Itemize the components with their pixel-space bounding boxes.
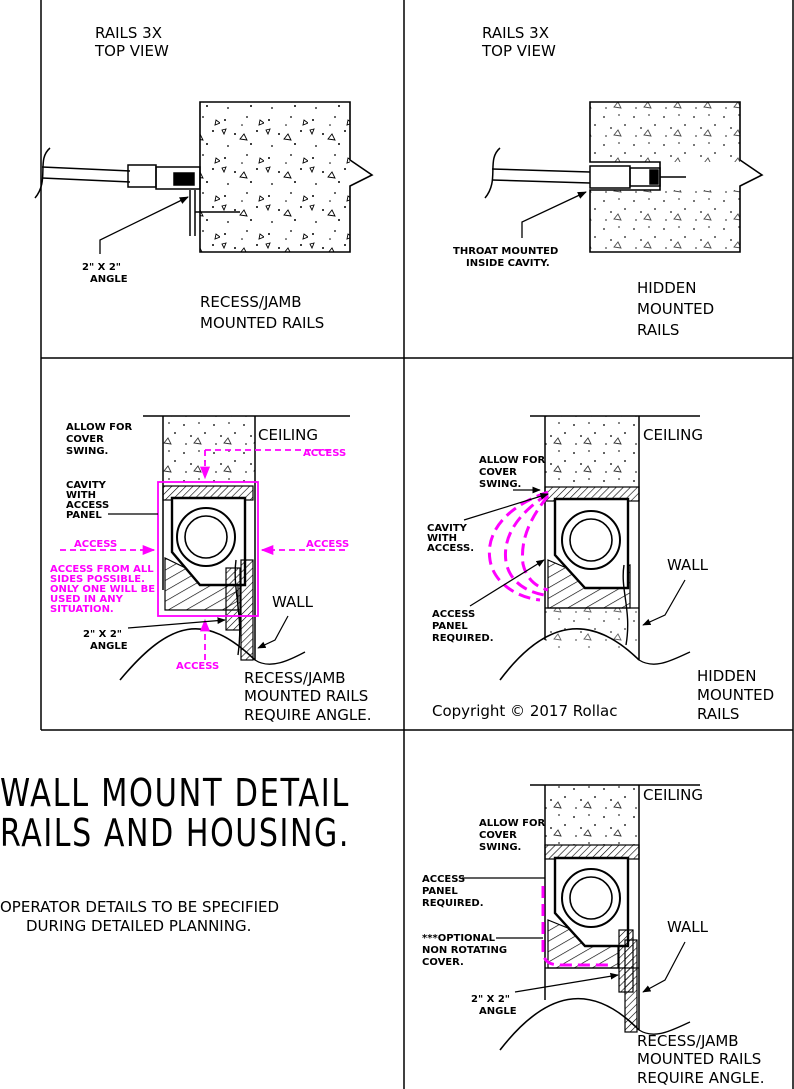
panel2-throat-leader: THROAT MOUNTED INSIDE CAVITY. — [453, 191, 587, 269]
panel3-cavity-line2: WITH — [66, 490, 96, 501]
panel4-ceiling: CEILING — [643, 426, 703, 444]
panel1-curtain-and-rail — [34, 147, 240, 236]
panel5-panel-line2: PANEL — [422, 886, 458, 897]
panel4-panel-line3: REQUIRED. — [432, 633, 494, 644]
panel4-cover-swing — [487, 490, 550, 602]
panel3-access-right: ACCESS — [306, 539, 349, 550]
panel5-optional-line2: NON ROTATING — [422, 945, 507, 956]
panel2-caption-line1: HIDDEN — [637, 279, 697, 297]
title-block: WALL MOUNT DETAIL RAILS AND HOUSING. OPE… — [0, 771, 350, 935]
frame — [40, 0, 794, 1089]
panel5-panel-line3: REQUIRED. — [422, 898, 484, 909]
panel4-allow-line3: SWING. — [479, 479, 521, 490]
panel-hidden-top-view: RAILS 3X TOP VIEW THROAT MOUNTED INSIDE … — [453, 24, 764, 339]
panel5-panel-line1: ACCESS — [422, 874, 465, 885]
panel4-cavity-line2: WITH — [427, 533, 457, 544]
panel5-caption-line3: REQUIRE ANGLE. — [637, 1069, 765, 1087]
panel3-note-line5: SITUATION. — [50, 604, 114, 615]
operator-note-line1: OPERATOR DETAILS TO BE SPECIFIED — [0, 898, 279, 916]
panel3-caption-line2: MOUNTED RAILS — [244, 687, 368, 705]
panel3-note-line2: SIDES POSSIBLE. — [50, 574, 145, 585]
panel4-caption-line3: RAILS — [697, 705, 739, 723]
panel5-ceiling: CEILING — [643, 786, 703, 804]
panel4-caption-line2: MOUNTED — [697, 686, 774, 704]
panel1-wall-concrete — [199, 101, 374, 253]
operator-note-line2: DURING DETAILED PLANNING. — [26, 917, 251, 935]
panel4-caption-line1: HIDDEN — [697, 667, 757, 685]
copyright-notice: Copyright © 2017 Rollac — [432, 702, 617, 720]
panel3-cavity-line4: PANEL — [66, 510, 102, 521]
panel3-access-left: ACCESS — [74, 539, 117, 550]
panel3-allow-line1: ALLOW FOR — [66, 422, 132, 433]
panel3-access-bottom: ACCESS — [176, 661, 219, 672]
panel3-allow-line2: COVER — [66, 434, 104, 445]
panel2-curtain-and-rail — [484, 147, 686, 199]
panel3-access-outline — [60, 449, 345, 660]
main-title-line2: RAILS AND HOUSING. — [0, 811, 350, 855]
panel4-cavity-line3: ACCESS. — [427, 543, 474, 554]
panel4-allow-line2: COVER — [479, 467, 517, 478]
panel1-title-line1: RAILS 3X — [95, 24, 162, 42]
panel3-cavity-line3: ACCESS — [66, 500, 109, 511]
panel3-note-line1: ACCESS FROM ALL — [50, 564, 154, 575]
panel-hidden-section: CEILING ALLOW FOR COVER SWING. CAVITY WI… — [427, 415, 774, 723]
panel2-title-line1: RAILS 3X — [482, 24, 549, 42]
panel3-note-line4: USED IN ANY — [50, 594, 124, 605]
panel3-caption-line3: REQUIRE ANGLE. — [244, 706, 372, 724]
panel3-ceiling: CEILING — [258, 426, 318, 444]
panel5-optional-line1: ***OPTIONAL — [422, 933, 496, 944]
panel2-throat-label-line1: THROAT MOUNTED — [453, 246, 558, 257]
panel2-wall-concrete — [589, 101, 764, 253]
panel2-throat-label-line2: INSIDE CAVITY. — [466, 258, 550, 269]
panel5-angle-line1: 2" X 2" — [471, 994, 510, 1005]
panel4-wall: WALL — [667, 556, 709, 574]
panel4-cavity-line1: CAVITY — [427, 523, 468, 534]
main-title-line1: WALL MOUNT DETAIL — [0, 771, 350, 815]
panel5-angle-line2: ANGLE — [479, 1006, 517, 1017]
panel-recess-section: ALLOW FOR COVER SWING. CEILING ACCESS CA… — [50, 415, 372, 724]
panel1-angle-label-line1: 2" X 2" — [82, 262, 121, 273]
panel1-angle-label-line2: ANGLE — [90, 274, 128, 285]
panel-recess-optional-cover: CEILING ALLOW FOR COVER SWING. ACCESS PA… — [422, 784, 765, 1087]
panel4-panel-line1: ACCESS — [432, 609, 475, 620]
panel1-title-line2: TOP VIEW — [94, 42, 169, 60]
panel3-cavity-line1: CAVITY — [66, 480, 107, 491]
panel3-caption-line1: RECESS/JAMB — [244, 669, 346, 687]
panel3-angle-line1: 2" X 2" — [83, 629, 122, 640]
panel5-allow-line1: ALLOW FOR — [479, 818, 545, 829]
panel3-note-line3: ONLY ONE WILL BE — [50, 584, 155, 595]
panel2-caption-line2: MOUNTED — [637, 300, 714, 318]
panel5-caption-line1: RECESS/JAMB — [637, 1032, 739, 1050]
panel5-allow-line3: SWING. — [479, 842, 521, 853]
panel1-angle-leader: 2" X 2" ANGLE — [82, 196, 189, 285]
panel3-wall: WALL — [272, 593, 314, 611]
panel3-allow-line3: SWING. — [66, 446, 108, 457]
panel3-access-top: ACCESS — [303, 448, 346, 459]
panel3-angle-line2: ANGLE — [90, 641, 128, 652]
panel4-panel-line2: PANEL — [432, 621, 468, 632]
panel5-wall: WALL — [667, 918, 709, 936]
panel5-caption-line2: MOUNTED RAILS — [637, 1050, 761, 1068]
panel2-caption-line3: RAILS — [637, 321, 679, 339]
panel1-caption-line2: MOUNTED RAILS — [200, 314, 324, 332]
panel5-optional-line3: COVER. — [422, 957, 464, 968]
panel-recess-top-view: RAILS 3X TOP VIEW 2" X 2" ANGLE RECESS/J… — [34, 24, 374, 332]
panel2-title-line2: TOP VIEW — [481, 42, 556, 60]
panel5-allow-line2: COVER — [479, 830, 517, 841]
panel4-allow-line1: ALLOW FOR — [479, 455, 545, 466]
panel1-caption-line1: RECESS/JAMB — [200, 293, 302, 311]
